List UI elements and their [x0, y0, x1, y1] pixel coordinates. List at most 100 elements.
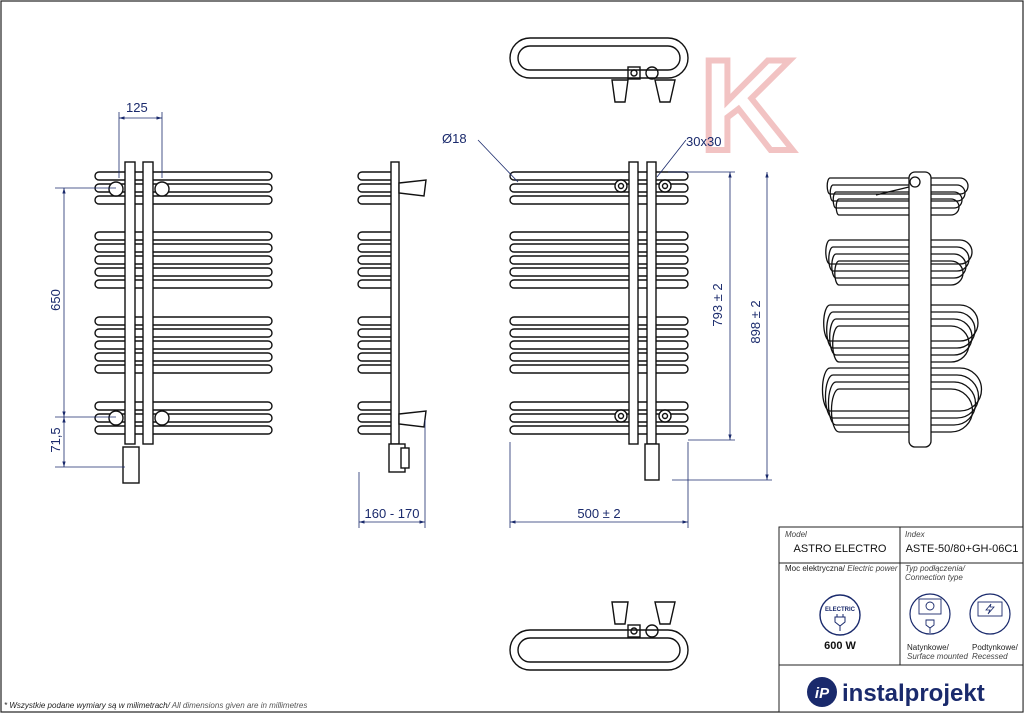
pipe-connection-circle: [154, 410, 170, 426]
logo-text: iP: [815, 685, 830, 702]
heating-bar-side: [357, 316, 397, 326]
isometric-bar: [831, 253, 967, 279]
collector-pipe-rear-right: [646, 161, 657, 445]
plug-icon: [834, 614, 846, 631]
isometric-bar: [828, 246, 970, 272]
recessed-pl: Podtynkowe/: [972, 643, 1019, 652]
heating-bar: [94, 413, 273, 423]
valve-bottom-side: [398, 410, 427, 428]
index-value: ASTE-50/80+GH-06C1: [906, 543, 1019, 555]
heating-bar-rear: [509, 413, 689, 423]
heating-bar-rear: [509, 183, 689, 193]
heating-bar-side: [357, 413, 397, 423]
mounting-bracket-hole: [661, 412, 669, 420]
heating-bar: [94, 401, 273, 411]
footnote-en: All dimensions given are in millimetres: [170, 701, 308, 710]
heating-bar-side: [357, 267, 397, 277]
dimension-125: 125: [126, 100, 148, 115]
mounting-bracket-hole: [617, 182, 625, 190]
isometric-collector: [908, 171, 932, 448]
heating-bar: [94, 425, 273, 435]
mounting-bracket: [614, 409, 628, 423]
heating-bar-side: [357, 255, 397, 265]
heating-bar-side: [357, 340, 397, 350]
side-view-dimensions: [358, 420, 426, 528]
heating-bar: [94, 340, 273, 350]
front-view-dimensions: [55, 112, 163, 468]
isometric-valve: [909, 176, 921, 188]
heating-bar-rear: [509, 231, 689, 241]
isometric-bar: [824, 374, 980, 419]
heating-bar-side: [357, 195, 397, 205]
front-view: [94, 161, 273, 484]
collector-pipe-left: [124, 161, 136, 445]
bottom-view: [509, 601, 689, 671]
watermark-logo: K: [700, 32, 794, 178]
electric-badge-label: ELECTRIC: [825, 607, 856, 613]
heating-bar: [94, 195, 273, 205]
power-value: 600 W: [824, 640, 856, 652]
footnote-pl: * Wszystkie podane wymiary są w milimetr…: [4, 701, 171, 710]
isometric-bar: [834, 260, 964, 286]
mounting-bracket: [614, 179, 628, 193]
dimension-diameter-18: Ø18: [442, 131, 467, 146]
heating-bar-rear: [509, 340, 689, 350]
heating-bar: [94, 352, 273, 362]
isometric-bar: [823, 304, 979, 342]
heating-bar-rear: [509, 267, 689, 277]
dimension-71-5: 71,5: [48, 427, 63, 452]
heating-bar-rear: [509, 364, 689, 374]
heating-bar: [94, 279, 273, 289]
mounting-bracket-hole: [661, 182, 669, 190]
isometric-valve-pipe: [875, 186, 910, 196]
heating-bar-rear: [509, 352, 689, 362]
heating-element-cap-side: [400, 447, 410, 469]
surface-mounted-icon: [909, 593, 951, 635]
heating-bar-side: [357, 183, 397, 193]
isometric-bar: [829, 318, 973, 356]
heating-bar: [94, 243, 273, 253]
side-view: [357, 161, 427, 473]
dimension-650: 650: [48, 289, 63, 311]
dimension-500: 500 ± 2: [577, 506, 620, 521]
heating-bar: [94, 231, 273, 241]
surface-mounted-pl: Natynkowe/: [907, 643, 950, 652]
isometric-bar: [821, 367, 983, 412]
heating-bar: [94, 171, 273, 181]
connection-label-pl: Typ podłączenia/: [905, 564, 966, 573]
power-label-pl: Moc elektryczna/: [785, 564, 846, 573]
top-view: [509, 37, 689, 103]
isometric-bar: [830, 388, 974, 433]
heating-bar: [94, 267, 273, 277]
heating-bar: [94, 255, 273, 265]
surface-mounted-en: Surface mounted: [907, 652, 968, 661]
heating-bar-side: [357, 171, 397, 181]
recessed-mount-icon: [969, 593, 1011, 635]
valve-top-side: [398, 179, 427, 197]
power-label-en: Electric power: [845, 564, 898, 573]
mounting-bracket: [658, 409, 672, 423]
isometric-bar: [835, 198, 960, 216]
mounting-bracket: [658, 179, 672, 193]
heating-bar-rear: [509, 195, 689, 205]
brand-name: instalprojekt: [842, 680, 985, 707]
isometric-bar: [832, 191, 963, 209]
power-label: Moc elektryczna/ Electric power: [785, 564, 898, 573]
footnote: * Wszystkie podane wymiary są w milimetr…: [4, 701, 307, 710]
dimension-793: 793 ± 2: [710, 283, 725, 326]
pipe-connection-circle: [108, 410, 124, 426]
isometric-bar: [832, 325, 970, 363]
heating-bar-rear: [509, 425, 689, 435]
heating-bar-rear: [509, 328, 689, 338]
heating-bar: [94, 364, 273, 374]
model-label: Model: [785, 530, 807, 539]
isometric-view: [821, 171, 983, 448]
heating-bar-side: [357, 364, 397, 374]
collector-pipe-side: [390, 161, 400, 445]
heating-bar-rear: [509, 279, 689, 289]
heating-bar-rear: [509, 171, 689, 181]
heating-bar-rear: [509, 401, 689, 411]
recessed-en: Recessed: [972, 652, 1008, 661]
